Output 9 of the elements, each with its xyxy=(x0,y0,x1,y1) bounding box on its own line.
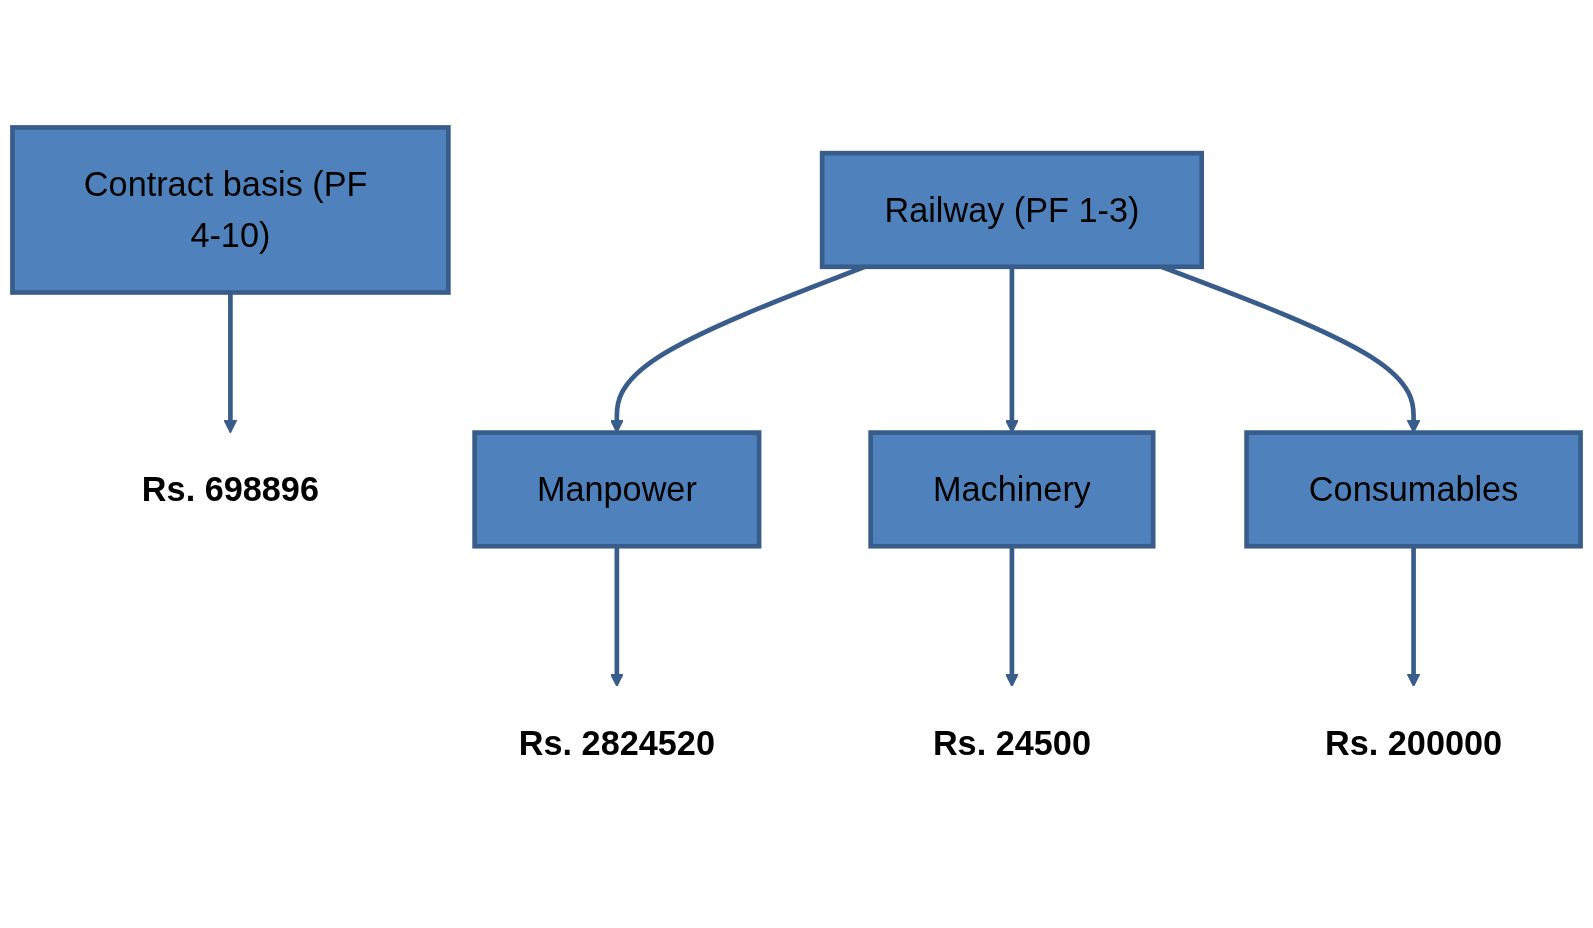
node-box: Contract basis (PF 4-10) xyxy=(10,125,451,296)
node-box: Machinery xyxy=(868,430,1156,549)
node-text: Rs. 24500 xyxy=(932,723,1091,763)
node-text: Rs. 698896 xyxy=(141,470,319,510)
node-box: Railway (PF 1-3) xyxy=(819,151,1205,270)
node-text: Rs. 2824520 xyxy=(518,723,715,763)
node-box: Consumables xyxy=(1244,430,1583,549)
node-text: Rs. 200000 xyxy=(1325,723,1503,763)
node-box: Manpower xyxy=(472,430,762,549)
